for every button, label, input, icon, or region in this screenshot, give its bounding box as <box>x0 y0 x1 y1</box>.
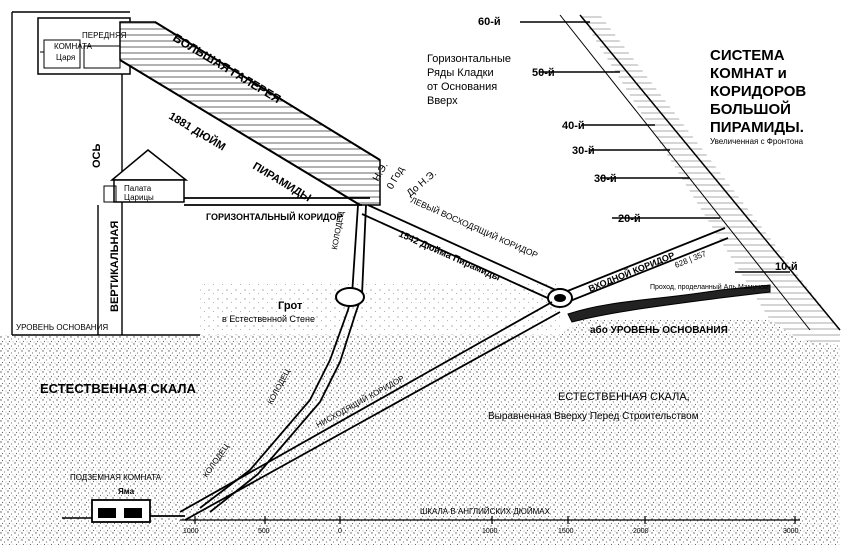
rock-right-label-1: ЕСТЕСТВЕННАЯ СКАЛА, <box>558 391 690 403</box>
rows-label-2: Ряды Кладки <box>427 67 494 79</box>
title-subtitle: Увеличенная с Фронтона <box>710 137 804 146</box>
scale-tick-3: 0 <box>338 528 342 535</box>
pit-label-1: ПОДЗЕМНАЯ КОМНАТА <box>70 473 162 482</box>
grotto-label-2: в Естественной Стене <box>222 314 315 324</box>
course-ticks <box>520 21 790 273</box>
axis-label: ОСЬ <box>91 144 103 169</box>
queens-label-2: Царицы <box>124 193 154 202</box>
course-labels: 60-й 50-й 40-й 30-й 30-й 20-й 10-й <box>478 16 798 273</box>
bc-label: До Н.Э. <box>405 168 439 199</box>
scale-tick-2: 500 <box>258 528 270 535</box>
rock-left-label: ЕСТЕСТВЕННАЯ СКАЛА <box>40 381 197 396</box>
scale-label: ШКАЛА В АНГЛИЙСКИХ ДЮЙМАХ <box>420 507 551 516</box>
kings-room-label: КОМНАТА <box>54 42 93 51</box>
base-level-left: УРОВЕНЬ ОСНОВАНИЯ <box>16 323 108 332</box>
course-30a: 30-й <box>572 145 595 157</box>
course-50: 50-й <box>532 67 555 79</box>
scale-tick-6: 2000 <box>633 528 649 535</box>
horizontal-corridor-label: ГОРИЗОНТАЛЬНЫЙ КОРИДОР <box>206 211 342 222</box>
rock-right-label-2: Выравненная Вверху Перед Строительством <box>488 411 699 422</box>
pyramid-face-edge <box>579 14 841 331</box>
title-line-5: ПИРАМИДЫ. <box>710 119 804 136</box>
queens-label-1: Палата <box>124 184 152 193</box>
title-block: СИСТЕМА КОМНАТ и КОРИДОРОВ БОЛЬШОЙ ПИРАМ… <box>710 47 806 146</box>
course-60: 60-й <box>478 16 501 28</box>
frame-lines <box>11 11 200 336</box>
natural-rock-region <box>0 320 840 545</box>
course-40: 40-й <box>562 120 585 132</box>
vertical-label: ВЕРТИКАЛЬНАЯ <box>109 221 121 312</box>
course-10: 10-й <box>775 261 798 273</box>
pyramid-face <box>580 15 840 345</box>
title-line-3: КОРИДОРОВ <box>710 83 806 100</box>
pyramid-casing-edge <box>559 14 811 331</box>
queens-chamber <box>103 149 189 203</box>
entrance-corridor <box>554 227 729 306</box>
title-line-1: СИСТЕМА <box>710 47 785 64</box>
rows-label-4: Вверх <box>427 95 458 107</box>
scale-tick-1: 1000 <box>183 528 199 535</box>
rows-label-1: Горизонтальные <box>427 53 511 65</box>
title-line-2: КОМНАТ и <box>710 65 787 82</box>
grotto-label-1: Грот <box>278 300 303 312</box>
grotto-cavity <box>335 287 365 307</box>
scale-ticks: 1000 500 0 1000 1500 2000 3000 <box>183 528 799 535</box>
antechamber-label: ПЕРЕДНЯЯ <box>82 31 127 40</box>
title-line-4: БОЛЬШОЙ <box>710 100 791 118</box>
scale-bar <box>180 516 800 524</box>
base-level-right: або УРОВЕНЬ ОСНОВАНИЯ <box>590 324 728 336</box>
horizontal-corridor-lines <box>184 197 370 206</box>
plug-blocks <box>547 288 573 308</box>
course-20: 20-й <box>618 213 641 225</box>
rows-label-3: от Основания <box>427 81 497 93</box>
mamun-label: Проход, проделанный Аль Мамуном <box>650 283 769 291</box>
mamun-passage <box>567 284 771 323</box>
scale-tick-4: 1000 <box>482 528 498 535</box>
scale-tick-7: 3000 <box>783 528 799 535</box>
kings-name-label: Царя <box>56 53 75 62</box>
ascending-corridor <box>361 204 561 301</box>
scale-tick-5: 1500 <box>558 528 574 535</box>
grotto-area-stipple <box>200 282 560 335</box>
subterranean-chamber <box>62 499 185 523</box>
pit-label-2: Яма <box>118 487 135 496</box>
course-30b: 30-й <box>594 173 617 185</box>
